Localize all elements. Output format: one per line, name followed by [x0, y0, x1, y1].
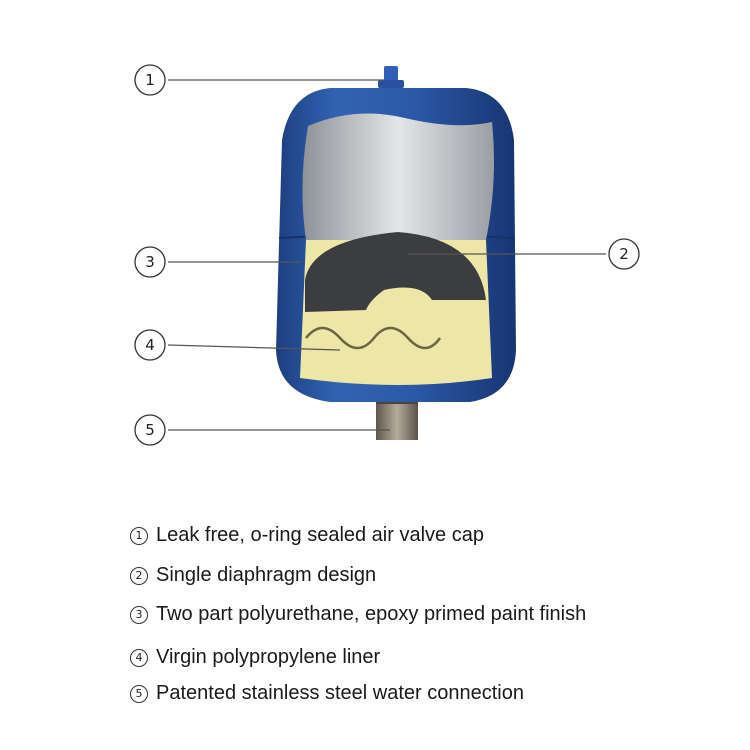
legend-number-4: 4	[130, 648, 148, 667]
legend-number-2: 2	[130, 566, 148, 585]
callout-2: 2	[608, 238, 640, 270]
callout-3: 3	[134, 246, 166, 278]
leader-4	[167, 344, 341, 351]
legend-text-4: Virgin polypropylene liner	[156, 646, 381, 668]
callout-5: 5	[134, 414, 166, 446]
water-connection	[376, 398, 418, 440]
svg-text:3: 3	[145, 253, 155, 271]
legend-item-4: 4 Virgin polypropylene liner	[130, 646, 380, 669]
svg-text:4: 4	[145, 336, 155, 354]
svg-text:1: 1	[145, 71, 155, 89]
legend-item-1: 1 Leak free, o-ring sealed air valve cap	[130, 524, 484, 547]
legend-text-1: Leak free, o-ring sealed air valve cap	[156, 524, 484, 546]
legend-text-5: Patented stainless steel water connectio…	[156, 682, 524, 704]
water-wave	[305, 326, 442, 350]
legend-item-5: 5 Patented stainless steel water connect…	[130, 682, 524, 705]
legend-text-2: Single diaphragm design	[156, 564, 377, 586]
legend-number-1: 1	[130, 526, 148, 545]
legend-item-3: 3 Two part polyurethane, epoxy primed pa…	[130, 603, 586, 626]
legend-number-5: 5	[130, 684, 148, 703]
callout-4: 4	[134, 329, 166, 361]
leader-lines	[167, 79, 606, 431]
svg-text:5: 5	[145, 421, 155, 439]
air-valve-cap	[378, 66, 404, 88]
callout-1: 1	[134, 64, 166, 96]
tank-diagram: 1 2 3 4 5	[134, 64, 640, 446]
air-chamber	[302, 113, 494, 240]
svg-text:2: 2	[619, 245, 629, 263]
legend-text-3: Two part polyurethane, epoxy primed pain…	[156, 603, 587, 625]
legend-number-3: 3	[130, 605, 148, 624]
legend-item-2: 2 Single diaphragm design	[130, 564, 376, 587]
diaphragm	[305, 232, 486, 312]
